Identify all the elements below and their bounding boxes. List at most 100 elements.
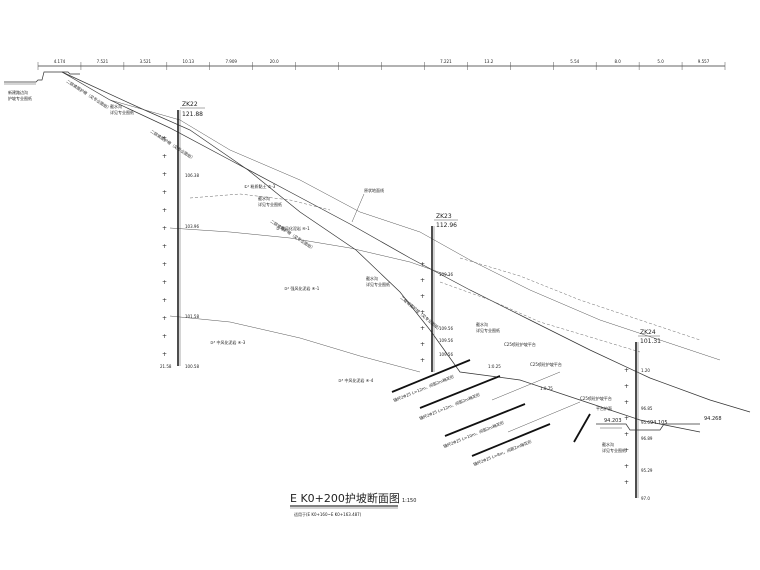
elev-label: 94.105: [650, 420, 668, 426]
rock-symbol: +: [162, 225, 167, 232]
ruler-label: 10.13: [183, 59, 195, 64]
road-label-2: 护坡专业图纸: [8, 95, 32, 101]
layer-boundary-3: [169, 315, 421, 373]
c25-label: C25喷砼护坡平台: [530, 361, 562, 367]
borehole-zk23: ZK23 112.96 109.36 109.56 109.56 109.56 …: [420, 213, 458, 372]
layer-label: ③³ 中风化泥岩 ④-4: [338, 377, 374, 383]
borehole-name: ZK24: [640, 329, 656, 336]
drain-note: 详见专业图纸: [258, 201, 282, 207]
depth-label: 95.6: [641, 420, 650, 425]
rock-symbol: +: [162, 261, 167, 268]
ruler-label: 5.54: [570, 59, 579, 64]
borehole-zk24: ZK24 101.31 1.20 96.85 95.6 96.89 95.29 …: [624, 329, 661, 501]
depth-label: 106.38: [185, 173, 199, 178]
ruler-label: 5.0: [657, 59, 664, 64]
rock-symbol: +: [420, 293, 425, 300]
rock-symbol: +: [162, 315, 167, 322]
annotation-labels: 二级坡面护坡（见专业图纸） 二级坡面护坡（见专业图纸） 二级坡面护坡（见专业图纸…: [65, 78, 626, 467]
drain-label: 截水沟: [110, 103, 122, 109]
borehole-zk22: ZK22 121.88 106.38 103.96 101.58 100.58 …: [160, 101, 205, 369]
depth-label: 96.85: [641, 406, 653, 411]
layer-boundary-5: [459, 257, 701, 341]
depth-label: 96.89: [641, 436, 653, 441]
layer-boundary-2: [169, 227, 451, 277]
original-ground-line: [61, 71, 751, 413]
drain-note: 详见专业图纸: [366, 281, 390, 287]
road-edge: 新建路边沟 护坡专业图纸: [4, 71, 80, 101]
rock-symbol: +: [420, 261, 425, 268]
depth-label: 109.56: [439, 326, 453, 331]
rock-symbol: +: [624, 415, 629, 422]
ground-label: 原状地面线: [364, 187, 384, 193]
ratio-label: 1:0.75: [540, 386, 553, 391]
drain-label: 截水沟: [602, 441, 614, 447]
c25-label: C25喷砼护坡平台: [580, 395, 612, 401]
drain-note: 详见专业图纸: [602, 447, 626, 453]
borehole-elevation: 121.88: [182, 111, 203, 118]
rock-symbol: +: [624, 447, 629, 454]
ruler-label: 4.174: [54, 59, 66, 64]
rock-symbol: +: [162, 279, 167, 286]
rock-symbol: +: [162, 207, 167, 214]
slope-label: 二级坡面护坡（见专业图纸）: [269, 218, 316, 251]
ratio-label: 1:0.25: [488, 364, 501, 369]
borehole-name: ZK23: [436, 213, 452, 220]
drain-label: 截水沟: [476, 321, 488, 327]
rock-symbol: +: [420, 309, 425, 316]
depth-label: 103.96: [185, 224, 199, 229]
depth-label: 109.56: [439, 338, 453, 343]
drain-note: 详见专业图纸: [476, 327, 500, 333]
platform-detail: 94.203 94.105 94.268 平台护面: [596, 405, 722, 431]
bottom-label: 97.0: [641, 496, 650, 501]
rock-symbol: +: [624, 367, 629, 374]
rock-symbol: +: [624, 383, 629, 390]
drain-note: 详见专业图纸: [110, 109, 134, 115]
rock-symbol: +: [162, 243, 167, 250]
rock-symbol: +: [162, 171, 167, 178]
ruler-label: 7.521: [97, 59, 109, 64]
elev-label: 94.203: [604, 418, 622, 424]
layer-boundary-1: [189, 193, 331, 211]
rock-symbol: +: [624, 479, 629, 486]
drawing-scale: 1:150: [402, 498, 416, 504]
ruler-label: 8.0: [614, 59, 621, 64]
rock-symbol: +: [420, 341, 425, 348]
drain-label: 截水沟: [366, 275, 378, 281]
rock-symbol: +: [162, 333, 167, 340]
layer-label: ③ 强风化泥岩 ④-1: [276, 225, 310, 231]
borehole-name: ZK22: [182, 101, 198, 108]
profile-line-1: [109, 99, 721, 361]
ruler-label: 13.2: [484, 59, 493, 64]
top-ruler: 4.174 7.521 3.521 10.13 7.909 20.0 7.221 13.2 5.…: [37, 59, 726, 70]
borehole-elevation: 101.31: [640, 338, 661, 345]
title-block: E K0+200护坡断面图 1:150 适用于(E K0+160~E K0+16…: [290, 491, 416, 517]
ruler-label: 7.909: [225, 59, 237, 64]
ruler-label: 9.557: [698, 59, 710, 64]
design-slope-line: [61, 71, 701, 433]
c25-label: C25喷砼护坡平台: [504, 341, 536, 347]
depth-label: 101.58: [185, 314, 199, 319]
depth-label: 1.20: [641, 368, 650, 373]
rock-symbol: +: [162, 189, 167, 196]
layer-label: ③² 强风化泥岩 ④-1: [284, 285, 320, 291]
depth-label: 95.29: [641, 468, 653, 473]
rock-symbol: +: [162, 297, 167, 304]
layer-label: ①² 粉质黏土 ②-3: [244, 183, 276, 189]
bottom-label: 21.58: [160, 364, 172, 369]
rock-symbol: +: [162, 153, 167, 160]
road-label: 新建路边沟: [8, 89, 28, 95]
ruler-label: 20.0: [270, 59, 279, 64]
layer-boundary-4: [439, 281, 641, 353]
slope-label: 二级坡面护坡（见专业图纸）: [149, 128, 196, 161]
drain-label: 截水沟: [258, 195, 270, 201]
ruler-label: 3.521: [140, 59, 152, 64]
ruler-label: 7.221: [440, 59, 452, 64]
anchor-group: [391, 359, 591, 457]
depth-label: 109.56: [439, 352, 453, 357]
rock-symbol: +: [420, 325, 425, 332]
rock-symbol: +: [624, 463, 629, 470]
drawing-title: E K0+200护坡断面图: [290, 491, 400, 505]
rock-symbol: +: [420, 357, 425, 364]
rock-symbol: +: [162, 135, 167, 142]
